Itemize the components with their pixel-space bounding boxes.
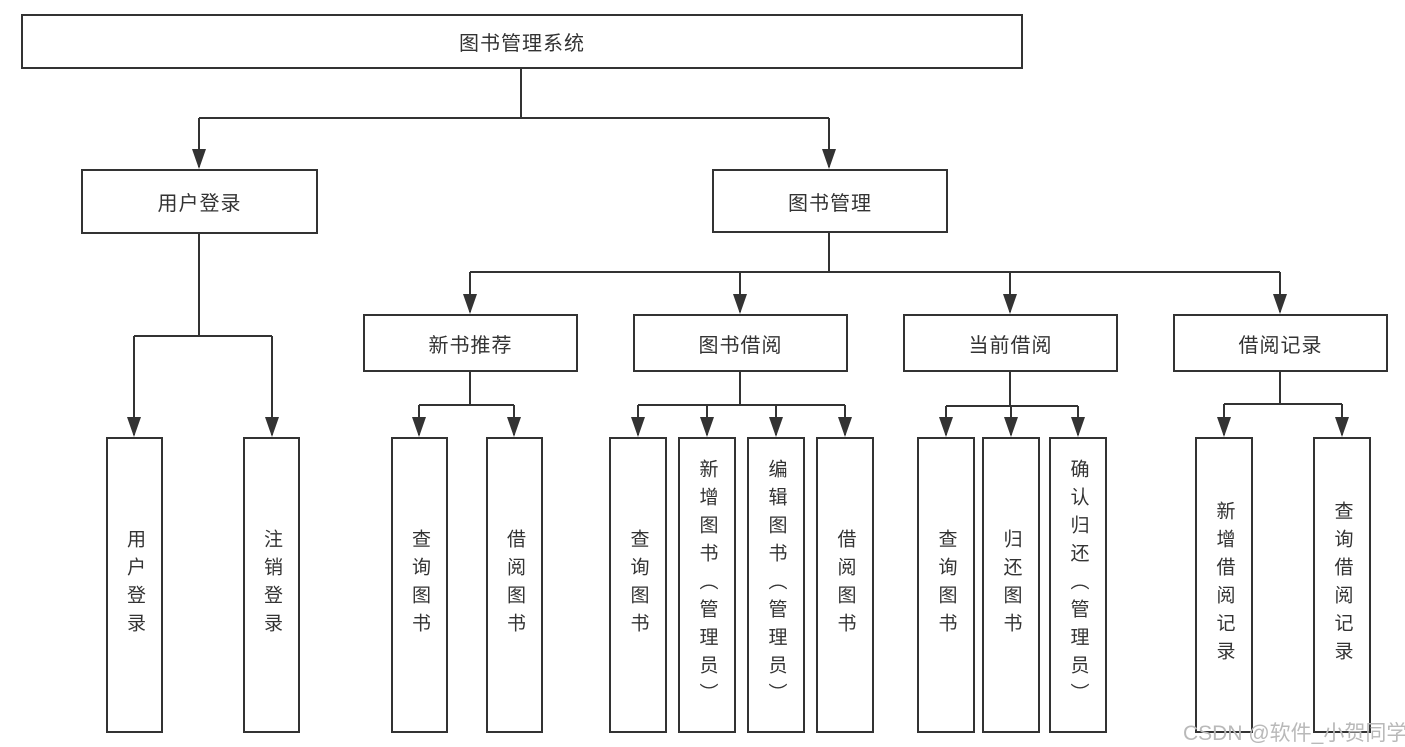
leaf-return-books: 归还图书 <box>982 437 1040 733</box>
connector-book-management <box>463 233 1287 314</box>
leaf-user-login-label: 用户登录 <box>124 529 145 641</box>
connector-book-borrow <box>631 372 852 437</box>
leaf-current-query-books: 查询图书 <box>917 437 975 733</box>
csdn-watermark: CSDN @软件_小贺同学 <box>1183 722 1405 745</box>
leaf-confirm-return-admin: 确认归还（管理员） <box>1049 437 1107 733</box>
node-current-borrow: 当前借阅 <box>903 314 1118 372</box>
leaf-borrow-query-books-label: 查询图书 <box>627 529 649 641</box>
leaf-borrow-books: 借阅图书 <box>816 437 874 733</box>
leaf-borrow-query-books: 查询图书 <box>609 437 667 733</box>
leaf-current-query-books-label: 查询图书 <box>935 529 957 641</box>
leaf-logout-login-label: 注销登录 <box>261 529 282 641</box>
leaf-add-borrow-record-label: 新增借阅记录 <box>1213 501 1235 669</box>
leaf-confirm-return-admin-label: 确认归还（管理员） <box>1067 459 1089 711</box>
leaf-recommend-query-books-label: 查询图书 <box>409 529 430 641</box>
leaf-add-books-admin-label: 新增图书（管理员） <box>696 459 718 711</box>
leaf-add-books-admin: 新增图书（管理员） <box>678 437 736 733</box>
leaf-borrow-books-label: 借阅图书 <box>834 529 856 641</box>
node-book-management: 图书管理 <box>712 169 948 233</box>
leaf-add-borrow-record: 新增借阅记录 <box>1195 437 1253 733</box>
leaf-recommend-borrow-books: 借阅图书 <box>486 437 543 733</box>
connector-user-login <box>127 234 279 437</box>
node-book-borrow: 图书借阅 <box>633 314 848 372</box>
connector-new-book-recommend <box>412 372 521 437</box>
leaf-query-borrow-record: 查询借阅记录 <box>1313 437 1371 733</box>
node-borrow-records: 借阅记录 <box>1173 314 1388 372</box>
leaf-recommend-query-books: 查询图书 <box>391 437 448 733</box>
leaf-edit-books-admin-label: 编辑图书（管理员） <box>765 459 787 711</box>
leaf-return-books-label: 归还图书 <box>1000 529 1022 641</box>
leaf-user-login: 用户登录 <box>106 437 163 733</box>
connector-borrow-records <box>1217 372 1349 437</box>
connector-root <box>192 69 836 169</box>
leaf-recommend-borrow-books-label: 借阅图书 <box>504 529 525 641</box>
node-user-login: 用户登录 <box>81 169 318 234</box>
leaf-logout-login: 注销登录 <box>243 437 300 733</box>
leaf-edit-books-admin: 编辑图书（管理员） <box>747 437 805 733</box>
connector-current-borrow <box>939 372 1085 437</box>
node-new-book-recommend: 新书推荐 <box>363 314 578 372</box>
leaf-query-borrow-record-label: 查询借阅记录 <box>1331 501 1353 669</box>
node-library-system: 图书管理系统 <box>21 14 1023 69</box>
